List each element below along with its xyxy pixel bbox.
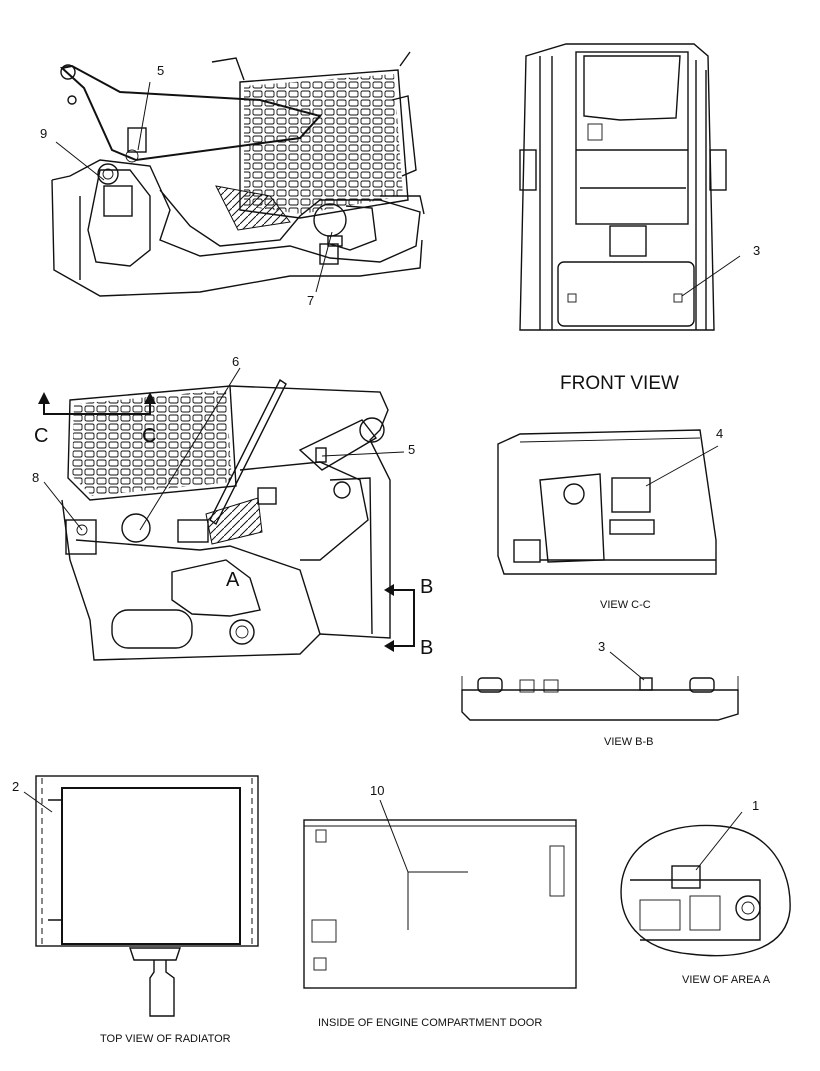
front-view — [519, 43, 741, 331]
caption-engine-door: INSIDE OF ENGINE COMPARTMENT DOOR — [318, 1017, 542, 1029]
callout-3-front: 3 — [753, 243, 760, 258]
callout-2: 2 — [12, 779, 19, 794]
callout-10: 10 — [370, 783, 384, 798]
caption-radiator: TOP VIEW OF RADIATOR — [100, 1033, 231, 1045]
section-mark-c-left: C — [34, 425, 48, 447]
caption-view-bb: VIEW B-B — [604, 736, 654, 748]
caption-area-a: VIEW OF AREA A — [682, 974, 771, 986]
caption-view-cc: VIEW C-C — [600, 599, 651, 611]
callout-1: 1 — [752, 798, 759, 813]
side-view-upper — [51, 51, 425, 297]
caption-front-view: FRONT VIEW — [560, 373, 679, 394]
view-cc — [497, 429, 719, 575]
side-view-lower — [38, 367, 415, 661]
section-mark-b-bottom: B — [420, 637, 433, 659]
callout-6: 6 — [232, 354, 239, 369]
callout-3-bb: 3 — [598, 639, 605, 654]
callout-5-lower: 5 — [408, 442, 415, 457]
callout-9: 9 — [40, 126, 47, 141]
section-mark-b-top: B — [420, 576, 433, 598]
callout-4: 4 — [716, 426, 723, 441]
radiator-top-view — [23, 775, 259, 1017]
callout-5-upper: 5 — [157, 63, 164, 78]
section-mark-a: A — [226, 569, 240, 591]
callout-8: 8 — [32, 470, 39, 485]
callout-7: 7 — [307, 293, 314, 308]
area-a-view — [620, 811, 791, 957]
view-bb — [461, 651, 739, 721]
section-mark-c-right: C — [142, 425, 156, 447]
engine-door-inside — [303, 799, 577, 989]
